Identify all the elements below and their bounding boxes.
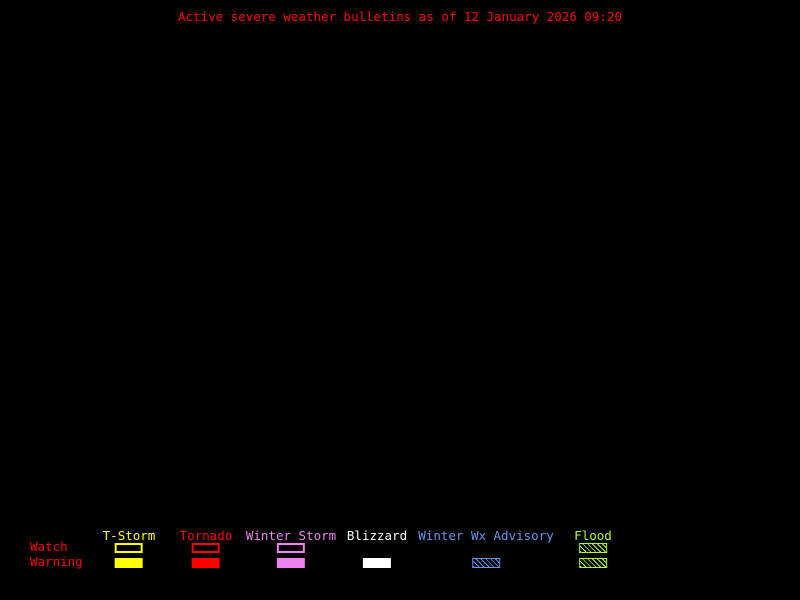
legend-column-winter-wx-advisory: Winter Wx Advisory [418, 528, 554, 568]
legend-column-tornado: Tornado [179, 528, 233, 568]
watch-swatch [115, 543, 143, 553]
legend-header-winter-wx-advisory: Winter Wx Advisory [418, 528, 554, 543]
warning-swatch [277, 558, 305, 568]
legend: Watch Warning T-Storm Tornado Winter Sto… [0, 529, 800, 577]
legend-header-blizzard: Blizzard [346, 528, 408, 543]
warning-row-label: Warning [30, 554, 83, 569]
warning-swatch [363, 558, 391, 568]
legend-column-flood: Flood [574, 529, 612, 568]
watch-swatch [192, 543, 220, 553]
watch-swatch [363, 543, 391, 553]
legend-column-winter-storm: Winter Storm [246, 529, 336, 568]
legend-column-t-storm: T-Storm [102, 528, 156, 568]
warning-swatch [578, 558, 607, 568]
legend-column-blizzard: Blizzard [347, 529, 407, 568]
page-title: Active severe weather bulletins as of 12… [177, 9, 622, 24]
watch-swatch [472, 543, 500, 553]
watch-row-label: Watch [30, 539, 68, 554]
warning-swatch [192, 558, 220, 568]
watch-swatch [277, 543, 305, 553]
legend-header-tornado: Tornado [179, 528, 233, 543]
legend-header-t-storm: T-Storm [102, 528, 156, 543]
legend-header-flood: Flood [574, 528, 612, 543]
legend-header-winter-storm: Winter Storm [245, 528, 337, 543]
warning-swatch [115, 558, 143, 568]
warning-swatch [472, 558, 500, 568]
watch-swatch [578, 543, 607, 553]
